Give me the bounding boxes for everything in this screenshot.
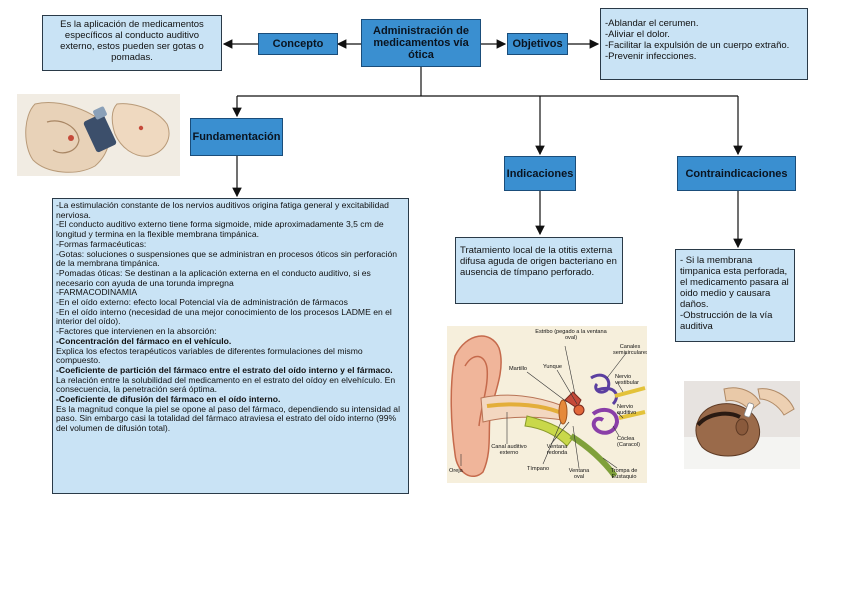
- node-fundamentacion: Fundamentación: [190, 118, 283, 156]
- fundamentacion-line: -FARMACODINAMIA: [56, 287, 138, 298]
- label-estribo: Estribo (pegado a la ventana oval): [535, 329, 607, 341]
- fundamentacion-line: -Factores que intervienen en la absorció…: [56, 326, 217, 337]
- ear-drops-drawing: [17, 94, 180, 176]
- node-concepto: Concepto: [258, 33, 338, 55]
- fundamentacion-line: -La estimulación constante de los nervio…: [56, 200, 389, 220]
- label-ventana-redonda: Ventana redonda: [546, 444, 568, 456]
- fundamentacion-line: Es la magnitud conque la piel se opone a…: [56, 403, 400, 434]
- ear-drops-photo: [17, 94, 180, 176]
- fundamentacion-line: -Coeficiente de difusión del fármaco en …: [56, 394, 281, 405]
- fundamentacion-text: -La estimulación constante de los nervio…: [52, 198, 409, 494]
- fundamentacion-line: -Concentración del fármaco en el vehícul…: [56, 335, 232, 346]
- objetivos-item: -Prevenir infecciones.: [605, 51, 697, 62]
- contraindicaciones-text: - Si la membrana timpanica esta perforad…: [675, 249, 795, 342]
- label-ventana-oval: Ventana oval: [568, 468, 590, 480]
- objetivos-list: -Ablandar el cerumen. -Aliviar el dolor.…: [600, 8, 808, 80]
- objetivos-item: -Ablandar el cerumen.: [605, 18, 699, 29]
- node-concepto-label: Concepto: [272, 38, 324, 50]
- label-nervio-auditivo: Nervio auditivo: [617, 404, 637, 416]
- node-contraindicaciones-label: Contraindicaciones: [685, 167, 788, 180]
- label-canales: Canales semicirculares: [613, 344, 647, 356]
- patient-drawing: [684, 381, 800, 469]
- label-martillo: Martillo: [509, 366, 528, 372]
- node-objetivos-label: Objetivos: [512, 38, 563, 50]
- node-objetivos: Objetivos: [507, 33, 568, 55]
- objetivos-item: -Aliviar el dolor.: [605, 29, 670, 40]
- label-trompa: Trompa de Eustaquio: [610, 468, 638, 480]
- node-main-label: Administración de medicamentos vía ótica: [373, 25, 469, 61]
- label-yunque: Yunque: [543, 364, 562, 370]
- label-oreja: Oreja: [449, 468, 463, 474]
- contraindicaciones-item: - Si la membrana timpanica esta perforad…: [680, 255, 789, 310]
- fundamentacion-line: -En el oído externo: efecto local Potenc…: [56, 297, 348, 308]
- fundamentacion-line: -Formas farmacéuticas:: [56, 238, 147, 249]
- fundamentacion-line: -En el oído interno (necesidad de una me…: [56, 306, 392, 327]
- label-nervio-vestibular: Nervio vestibular: [615, 374, 639, 386]
- fundamentacion-line: -Gotas: soluciones o suspensiones que se…: [56, 248, 398, 269]
- fundamentacion-line: La relación entre la solubilidad del med…: [56, 374, 396, 395]
- node-indicaciones: Indicaciones: [504, 156, 576, 191]
- objetivos-item: -Facilitar la expulsión de un cuerpo ext…: [605, 40, 790, 51]
- contraindicaciones-item: -Obstrucción de la vía auditiva: [680, 310, 773, 332]
- ear-anatomy-drawing: [447, 326, 647, 483]
- fundamentacion-line: -El conducto auditivo externo tiene form…: [56, 219, 384, 240]
- node-fundamentacion-label: Fundamentación: [192, 131, 281, 143]
- node-main: Administración de medicamentos vía ótica: [361, 19, 481, 67]
- patient-photo: [684, 381, 800, 469]
- label-coclea: Cóclea (Caracol): [617, 436, 641, 448]
- node-contraindicaciones: Contraindicaciones: [677, 156, 796, 191]
- ear-anatomy-diagram: Estribo (pegado a la ventana oval) Canal…: [447, 326, 647, 483]
- label-timpano: Tímpano: [527, 466, 550, 472]
- label-canal-auditivo: Canal auditivo externo: [491, 444, 527, 456]
- fundamentacion-line: -Coeficiente de partición del fármaco en…: [56, 364, 393, 375]
- fundamentacion-line: Explica los efectos terapéuticos variabl…: [56, 345, 363, 366]
- indicaciones-text: Tratamiento local de la otitis externa d…: [455, 237, 623, 304]
- node-indicaciones-label: Indicaciones: [506, 167, 574, 180]
- indicaciones-text-body: Tratamiento local de la otitis externa d…: [460, 245, 617, 278]
- concepto-definition-text: Es la aplicación de medicamentos específ…: [60, 19, 204, 63]
- concepto-definition: Es la aplicación de medicamentos específ…: [42, 15, 222, 71]
- fundamentacion-line: -Pomadas óticas: Se destinan a la aplica…: [56, 267, 371, 288]
